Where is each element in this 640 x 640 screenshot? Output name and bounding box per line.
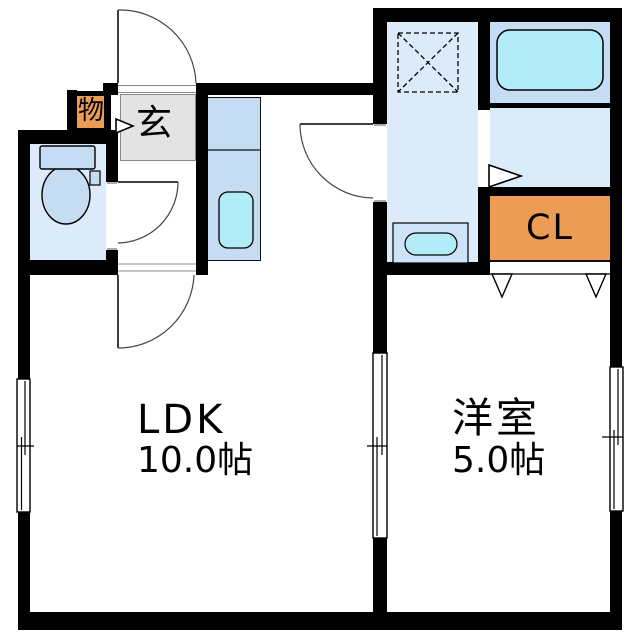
toilet-door-swing-arc xyxy=(117,181,179,244)
closet-door-marks xyxy=(490,273,610,299)
western-room-area: 5.0帖 xyxy=(452,440,546,481)
washbasin xyxy=(392,222,469,264)
washing-machine-area xyxy=(397,32,459,93)
kitchen-sink xyxy=(218,191,254,249)
wall-center-upper xyxy=(373,8,387,124)
wall-bottom xyxy=(18,612,622,630)
bathroom-divider-wall xyxy=(490,103,610,108)
wall-ldk-band-left xyxy=(18,260,118,275)
wall-center-middle xyxy=(373,202,387,353)
toilet-door-jamb xyxy=(107,182,117,250)
entrance-direction-arrow-icon xyxy=(115,117,136,135)
bathtub xyxy=(496,29,604,91)
bathroom-direction-arrow-icon xyxy=(488,163,524,189)
closet: CL xyxy=(490,196,610,262)
entrance-hall xyxy=(120,94,196,161)
wall-outer-right-lower xyxy=(610,511,622,630)
wall-bath-left-upper xyxy=(478,22,490,110)
ldk-room-label: LDK xyxy=(137,397,226,443)
wall-entrance-kitchen xyxy=(196,93,208,275)
wall-western-top xyxy=(375,262,490,275)
western-room-label: 洋室 xyxy=(452,394,540,442)
wall-top-right xyxy=(373,8,622,22)
wall-entrance-jamb xyxy=(104,83,111,133)
window-left xyxy=(16,378,34,513)
toilet-fixture xyxy=(39,145,101,225)
sliding-partition-ldk-western xyxy=(367,352,388,539)
entrance-door-swing-arc xyxy=(117,9,197,84)
ldk-door-swing-arc xyxy=(117,274,195,349)
window-right xyxy=(602,366,624,512)
wall-toilet-top xyxy=(18,130,115,144)
wall-outer-left-lower xyxy=(18,512,30,630)
washroom-door-swing-arc xyxy=(299,123,374,199)
entrance-label: 玄 xyxy=(136,103,173,144)
wall-powder-closet xyxy=(478,187,610,196)
closet-label: CL xyxy=(526,208,574,248)
wall-bath-left-lower xyxy=(478,187,490,275)
wall-outer-right-upper xyxy=(610,8,622,367)
wall-toilet-right-upper xyxy=(106,130,118,182)
wall-storage-left xyxy=(67,90,77,133)
washroom-door-jamb xyxy=(374,124,386,202)
toilet-flush-unit xyxy=(89,170,101,186)
closet-door-track xyxy=(490,262,610,274)
ldk-room-area: 10.0帖 xyxy=(137,440,254,481)
entrance-threshold xyxy=(118,85,196,93)
wall-outer-left-upper xyxy=(18,130,30,379)
storage-label: 物 xyxy=(77,96,104,126)
ldk-door-threshold xyxy=(118,263,196,272)
wall-top-main xyxy=(196,83,375,95)
wall-center-lower xyxy=(373,538,387,630)
